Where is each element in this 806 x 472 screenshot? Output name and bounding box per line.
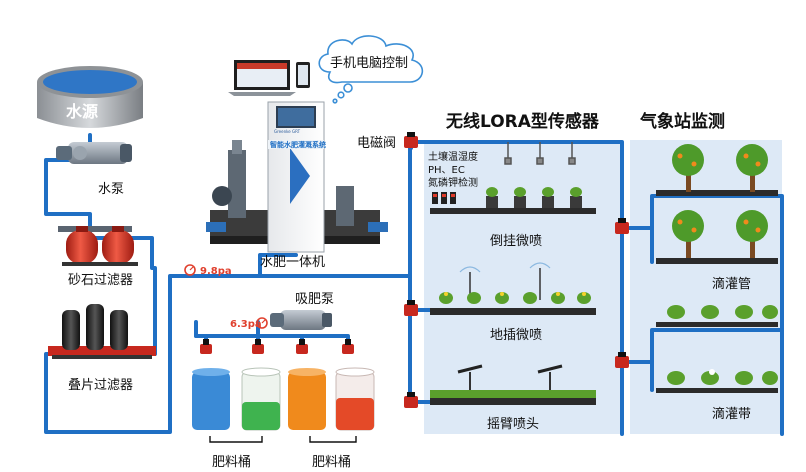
- pressure-gauge-icon: [184, 264, 196, 276]
- rocker-nozzle-label: 摇臂喷头: [487, 417, 539, 432]
- fert-suction-pump: [270, 310, 332, 330]
- fertilizer-tank-green: [241, 367, 281, 431]
- machine-brand: Greenke GRT: [274, 129, 301, 134]
- fertilizer-tank-orange: [288, 368, 326, 430]
- machine-title: 智能水肥灌溉系统: [270, 140, 326, 149]
- remote-control-label: 手机电脑控制: [330, 56, 408, 71]
- drip-pipe-label: 滴灌管: [712, 276, 751, 292]
- hanging-spray-nozzles: [504, 142, 576, 165]
- laptop-icon: [228, 60, 296, 96]
- rocker-nozzle-row: [430, 364, 596, 405]
- fert-bucket-label-1: 肥料桶: [212, 455, 251, 470]
- disc-filter-label: 叠片过滤器: [68, 378, 133, 393]
- sensor-text-1: 土壤温湿度: [428, 150, 478, 163]
- ground-spray-row: [430, 262, 596, 315]
- solenoid-valve-label: 电磁阀: [357, 136, 396, 151]
- pressure-high-label: 9.8pa: [200, 266, 232, 277]
- sand-filter-label: 砂石过滤器: [68, 273, 133, 288]
- pipe-network: [44, 133, 784, 436]
- fertilizer-tank-red: [335, 367, 375, 431]
- pump-label: 水泵: [98, 182, 124, 197]
- fert-suction-pump-label: 吸肥泵: [295, 292, 334, 307]
- fertigation-machine-label: 水肥一体机: [260, 255, 325, 270]
- fertigation-machine: [206, 101, 388, 253]
- sensor-text-3: 氮磷钾检测: [428, 176, 478, 189]
- hanging-spray-label: 倒挂微喷: [490, 234, 542, 249]
- sensor-text-2: PH、EC: [428, 165, 465, 176]
- pressure-gauge-icon: [256, 317, 268, 329]
- solenoid-valve-icon: [200, 339, 354, 354]
- drip-pipe-trees: [656, 144, 778, 264]
- ground-spray-label: 地插微喷: [490, 328, 542, 343]
- weather-station-title: 气象站监测: [639, 111, 725, 132]
- drip-tape-label: 滴灌带: [712, 406, 751, 422]
- soil-sensors: [432, 192, 456, 204]
- weather-panel: [630, 140, 782, 434]
- water-pump: [56, 142, 132, 164]
- pressure-low-label: 6.3pa: [230, 319, 262, 330]
- phone-icon: [296, 62, 310, 88]
- hanging-spray-plants: [430, 187, 596, 214]
- fertilizer-tank-blue: [192, 368, 230, 430]
- water-source-tank: [37, 66, 143, 128]
- speech-cloud-icon: [318, 35, 424, 104]
- water-source-label: 水源: [66, 102, 98, 121]
- solenoid-valve-icon: [404, 132, 629, 408]
- disc-filter: [48, 304, 156, 359]
- sand-filter: [58, 226, 138, 266]
- fert-bucket-label-2: 肥料桶: [312, 455, 351, 470]
- drip-tape-plants: [656, 305, 778, 393]
- lora-sensor-title: 无线LORA型传感器: [445, 111, 600, 132]
- bucket-brackets: [209, 436, 357, 443]
